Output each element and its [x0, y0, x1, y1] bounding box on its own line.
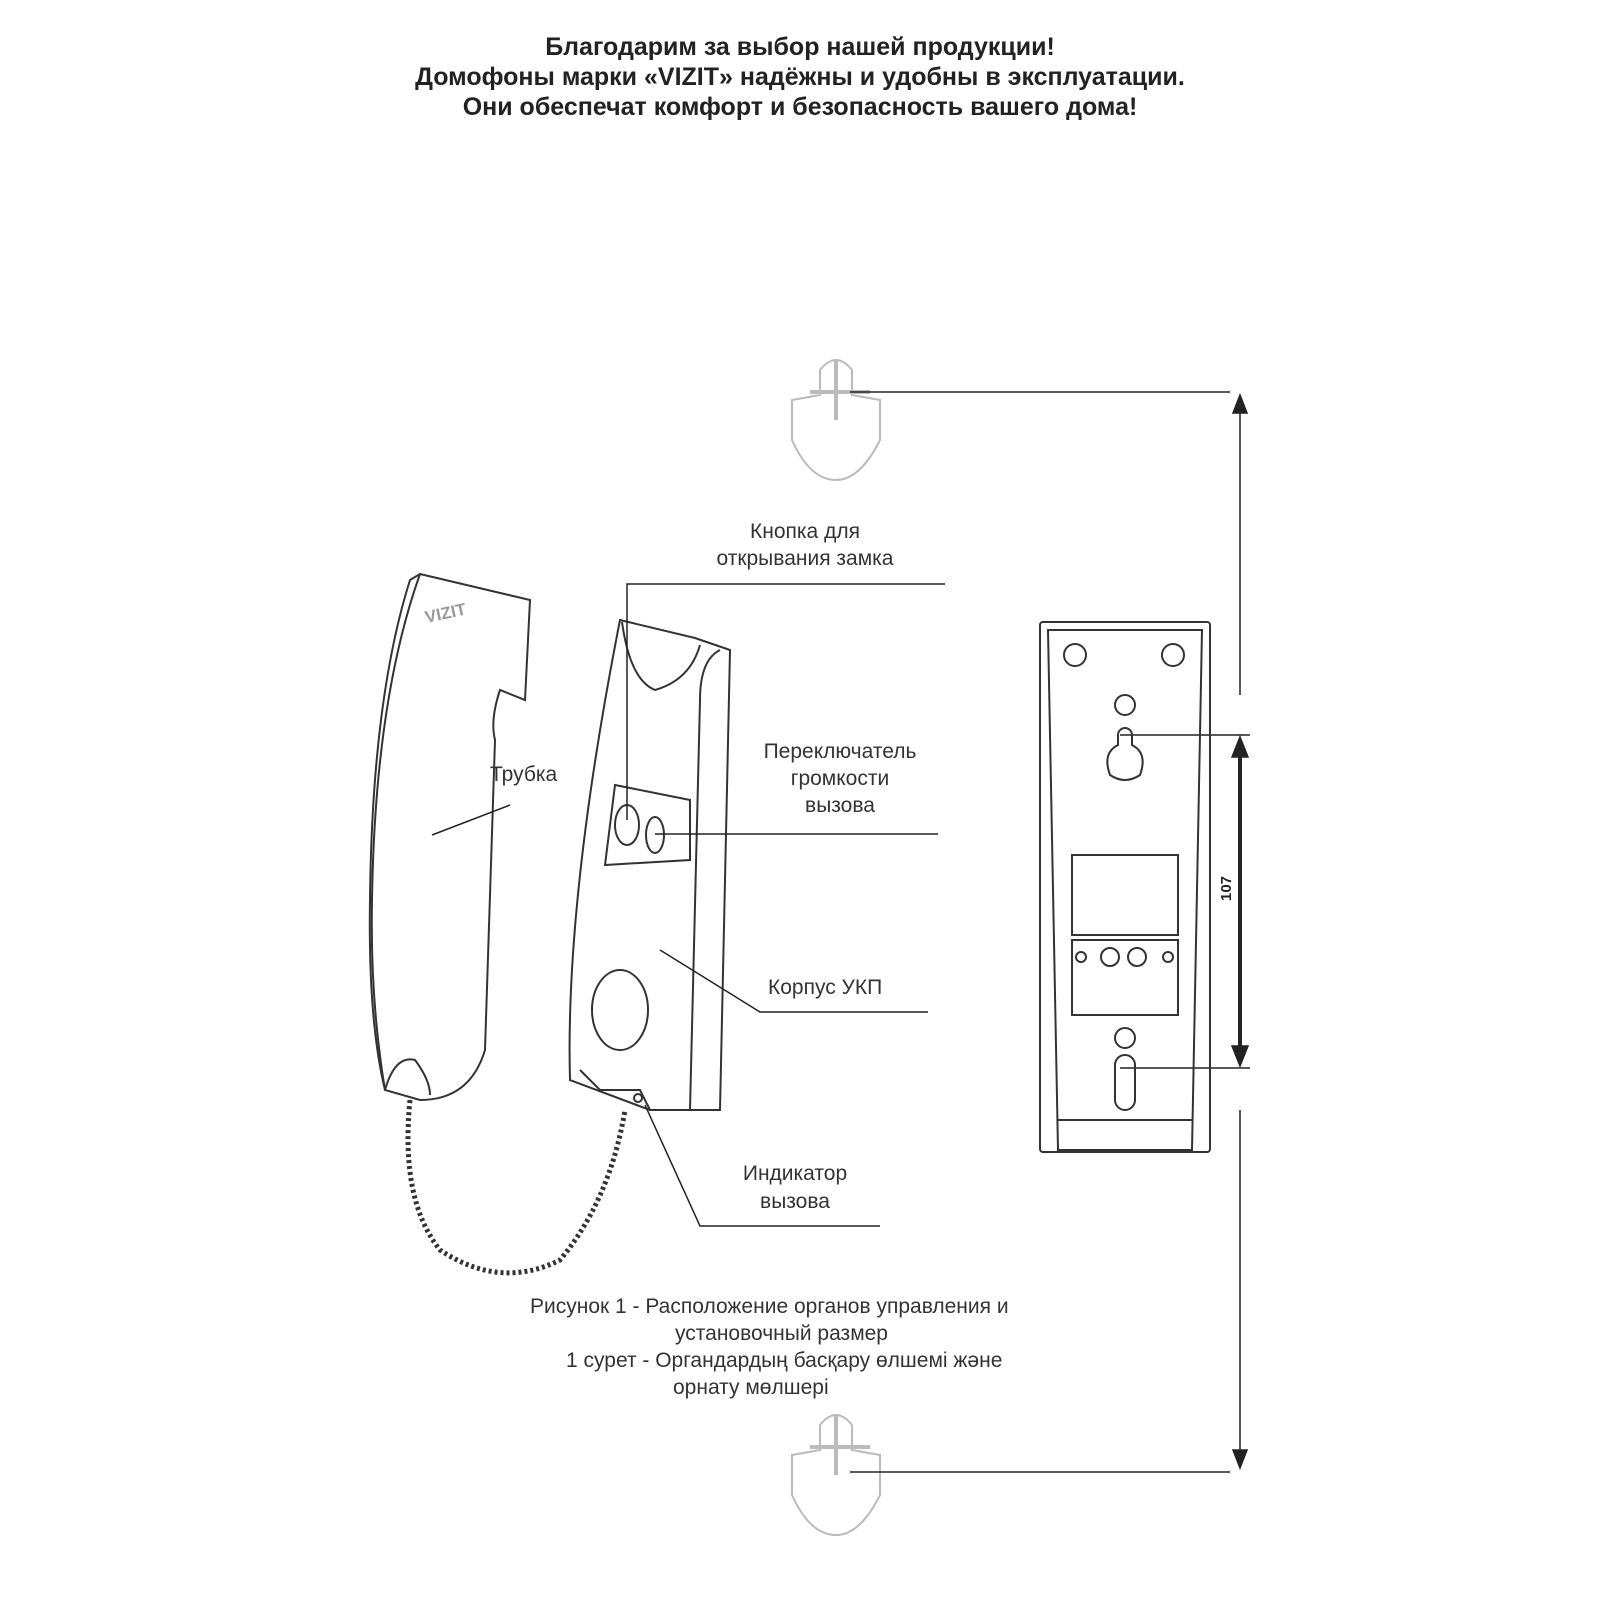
dimension-label: 107	[1218, 875, 1236, 902]
intercom-body	[568, 618, 732, 1111]
label-lock-button-2: открывания замка	[716, 547, 894, 570]
label-body: Корпус УКП	[768, 976, 883, 999]
handset	[368, 572, 532, 1102]
caption-kz-2: орнату мөлшері	[673, 1376, 829, 1399]
label-volume-3: вызова	[805, 794, 875, 817]
caption-ru-2: установочный размер	[675, 1322, 888, 1345]
wall-anchor-top	[791, 359, 881, 482]
caption-kz-1: 1 сурет - Органдардың басқару өлшемі жән…	[566, 1349, 1003, 1372]
header-line-1: Благодарим за выбор нашей продукции!	[545, 33, 1055, 61]
caption-ru-1: Рисунок 1 - Расположение органов управле…	[530, 1295, 1009, 1318]
dimension-lines	[850, 391, 1250, 1473]
label-volume-2: громкости	[790, 767, 890, 790]
wall-anchor-bottom	[791, 1414, 881, 1537]
leader-lines	[431, 583, 945, 1227]
back-plate	[1039, 621, 1211, 1153]
label-indicator-2: вызова	[760, 1190, 830, 1213]
label-handset: Трубка	[490, 763, 558, 786]
header-line-2: Домофоны марки «VIZIT» надёжны и удобны …	[415, 63, 1185, 91]
label-indicator-1: Индикатор	[742, 1162, 848, 1185]
coiled-cord	[405, 1099, 628, 1276]
vizit-logo: VIZIT	[423, 600, 468, 627]
label-lock-button-1: Кнопка для	[750, 520, 860, 543]
header-line-3: Они обеспечат комфорт и безопасность ваш…	[462, 93, 1138, 121]
label-volume-1: Переключатель	[763, 740, 917, 763]
